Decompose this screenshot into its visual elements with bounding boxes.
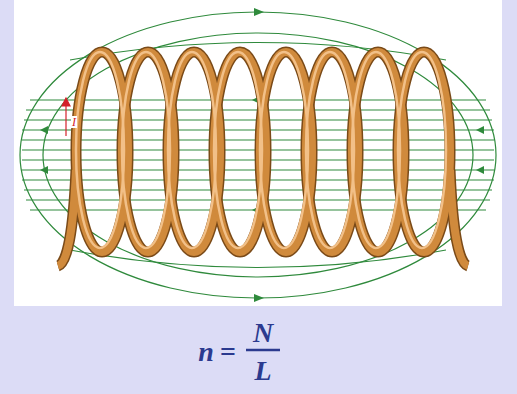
field-lines	[20, 12, 496, 298]
current-arrow	[62, 98, 70, 136]
current-label: I	[71, 116, 77, 128]
equals-sign: =	[220, 338, 236, 366]
math-variable: n	[198, 338, 214, 366]
field-arrows	[40, 8, 484, 302]
fraction-bar	[246, 349, 280, 352]
coil-turns	[58, 52, 468, 266]
math-denominator: L	[254, 357, 271, 385]
math-numerator: N	[253, 319, 273, 347]
